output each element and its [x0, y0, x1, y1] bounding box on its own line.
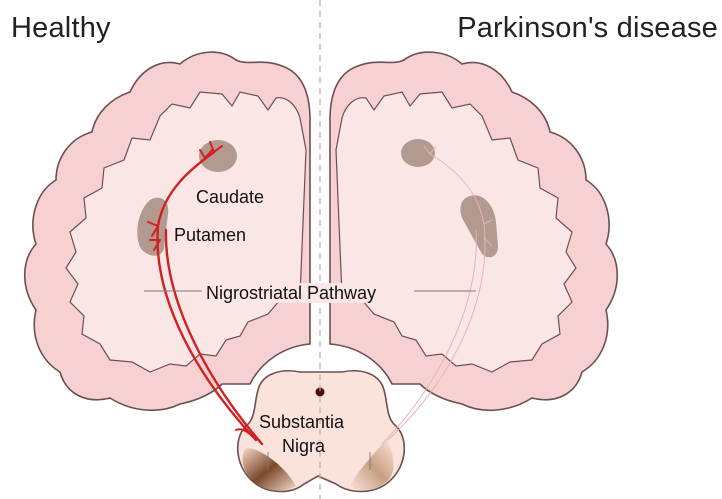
substantia-nigra-label-line2: Nigra	[282, 436, 325, 456]
healthy-title: Healthy	[11, 12, 111, 45]
right-caudate	[401, 139, 435, 167]
substantia-nigra-label-line1: Substantia	[259, 412, 344, 432]
caudate-label: Caudate	[196, 187, 264, 207]
right-hemisphere	[330, 52, 617, 410]
putamen-label: Putamen	[174, 225, 246, 245]
parkinsons-title: Parkinson's disease	[457, 12, 718, 45]
nigrostriatal-pathway-label: Nigrostriatal Pathway	[204, 283, 378, 303]
left-hemisphere	[25, 52, 310, 410]
